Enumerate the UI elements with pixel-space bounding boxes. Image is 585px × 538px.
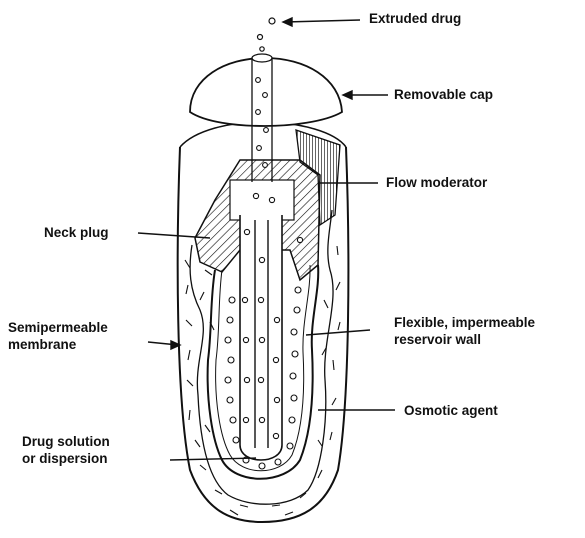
leader-reservoir-wall	[306, 330, 370, 335]
removable-cap	[190, 58, 342, 126]
label-extruded-drug: Extruded drug	[369, 10, 461, 27]
label-neck-plug: Neck plug	[44, 224, 109, 241]
label-flow-moderator: Flow moderator	[386, 174, 487, 191]
leader-extruded-drug	[285, 20, 360, 22]
label-osmotic-agent: Osmotic agent	[404, 402, 498, 419]
label-drug-solution: Drug solution or dispersion	[22, 433, 110, 467]
label-flexible-reservoir-wall: Flexible, impermeable reservoir wall	[394, 314, 535, 348]
extruded-droplets	[258, 18, 276, 51]
label-semipermeable-membrane: Semipermeable membrane	[8, 319, 108, 353]
label-removable-cap: Removable cap	[394, 86, 493, 103]
